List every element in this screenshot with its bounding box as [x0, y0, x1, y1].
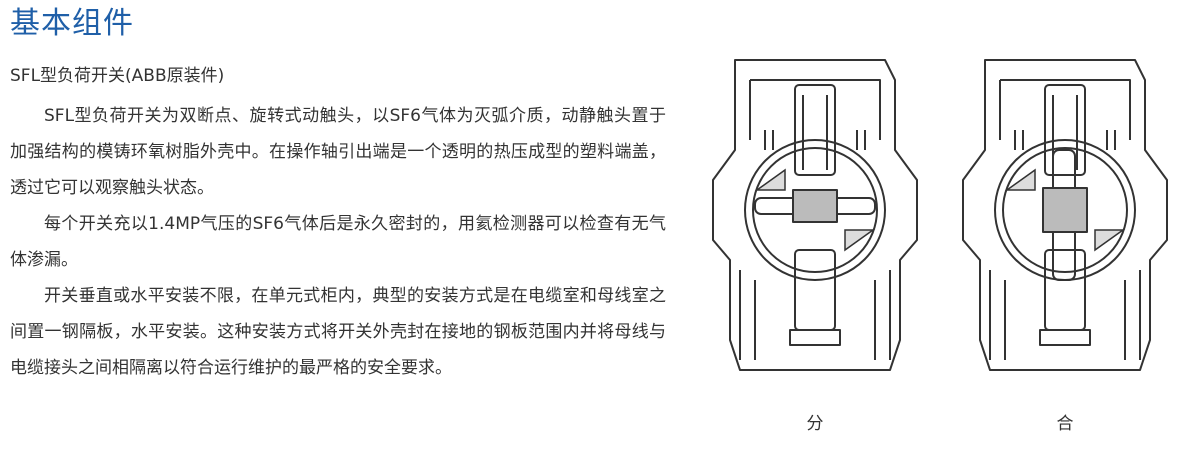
switch-open-diagram: [695, 40, 935, 390]
top-fixed-contact: [794, 84, 836, 176]
bottom-fixed-contact: [794, 249, 836, 331]
switch-closed-diagram: [945, 40, 1180, 390]
caption-open: 分: [806, 414, 824, 434]
housing-outline: [712, 59, 918, 371]
caption-closed: 合: [1056, 414, 1074, 434]
paragraph-1: SFL型负荷开关为双断点、旋转式动触头，以SF6气体为灭弧介质，动静触头置于加强…: [10, 106, 666, 198]
body-text: SFL型负荷开关为双断点、旋转式动触头，以SF6气体为灭弧介质，动静触头置于加强…: [10, 98, 666, 386]
housing-outline: [962, 59, 1168, 371]
switch-open-drawing: [712, 59, 918, 371]
page-title: 基本组件: [10, 6, 134, 41]
paragraph-2: 每个开关充以1.4MP气压的SF6气体后是永久密封的，用氦检测器可以检查有无气体…: [10, 214, 666, 270]
top-fixed-contact: [1044, 84, 1086, 176]
subtitle: SFL型负荷开关(ABB原装件): [10, 66, 225, 86]
paragraph-3: 开关垂直或水平安装不限，在单元式柜内，典型的安装方式是在电缆室和母线室之间置一钢…: [10, 286, 666, 378]
chamber-circle: [744, 139, 886, 281]
switch-closed-drawing: [962, 59, 1168, 371]
bottom-fixed-contact: [1044, 249, 1086, 331]
